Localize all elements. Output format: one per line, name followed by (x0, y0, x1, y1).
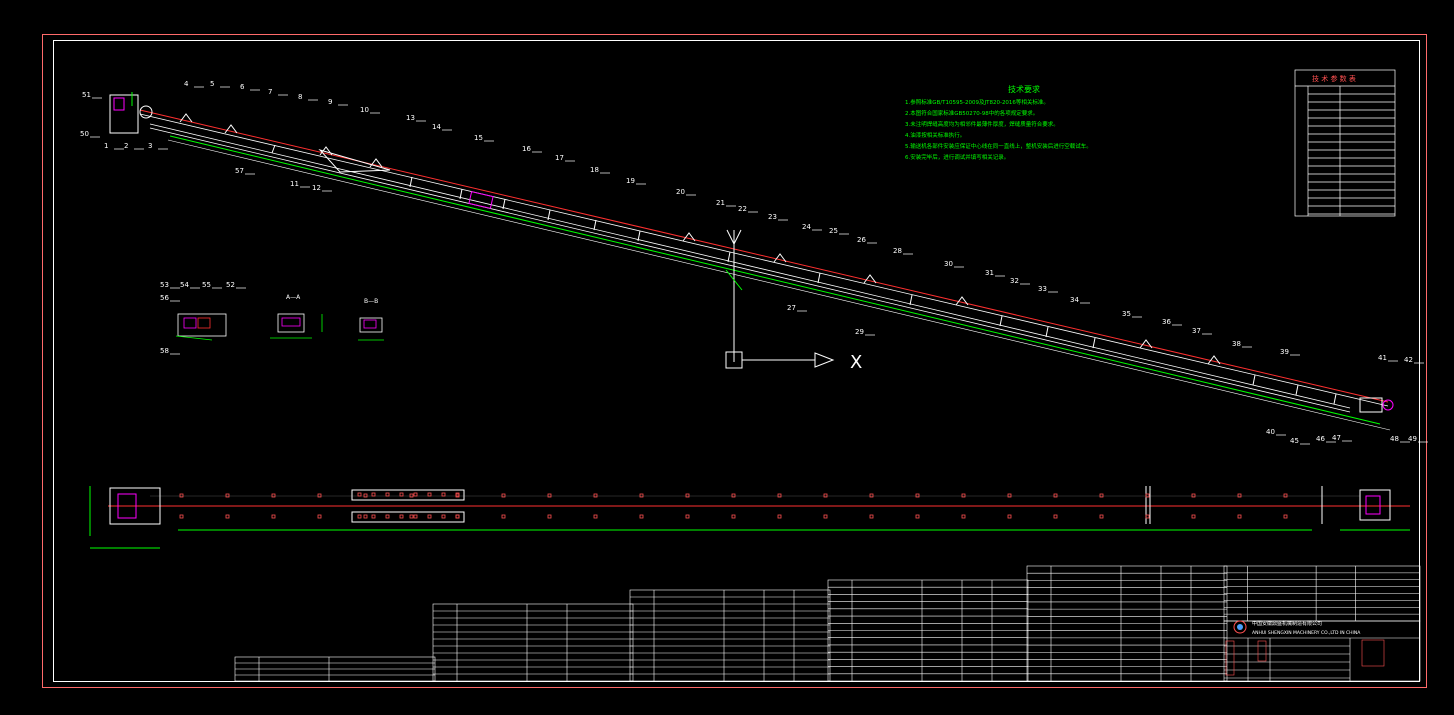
part-number-label: 49 (1408, 435, 1417, 443)
part-number-label: 38 (1232, 340, 1241, 348)
part-number-label: 18 (590, 166, 599, 174)
axis-x-label: X (850, 352, 862, 373)
tech-req-line: 5.输送机各部件安装应保证中心线在同一直线上，整机安装后进行空载试车。 (905, 142, 1092, 150)
part-number-label: 42 (1404, 356, 1413, 364)
part-number-label: 55 (202, 281, 211, 289)
section-bb-view (358, 317, 384, 341)
part-number-label: 24 (802, 223, 811, 231)
company-name-en: ANHUI SHENGXIN MACHINERY CO.,LTD IN CHIN… (1252, 630, 1361, 636)
part-number-label: 6 (240, 83, 245, 91)
part-number-label: 56 (160, 294, 169, 302)
technical-requirements: 技术要求 1.参照标准GB/T10595-2009及JT820-2016等相关标… (905, 84, 1092, 161)
part-number-label: 41 (1378, 354, 1387, 362)
part-number-label: 21 (716, 199, 725, 207)
part-number-label: 52 (226, 281, 235, 289)
part-number-label: 20 (676, 188, 685, 196)
part-number-label: 27 (787, 304, 796, 312)
part-number-label: 9 (328, 98, 332, 106)
part-number-label: 50 (80, 130, 89, 138)
part-number-label: 34 (1070, 296, 1079, 304)
part-number-label: 13 (406, 114, 415, 122)
part-number-label: 7 (268, 88, 272, 96)
part-number-label: 58 (160, 347, 169, 355)
part-number-label: 25 (829, 227, 838, 235)
part-number-label: 36 (1162, 318, 1171, 326)
part-number-label: 3 (148, 142, 152, 150)
company-logo (1233, 620, 1247, 634)
part-number-label: 11 (290, 180, 299, 188)
part-number-label: 40 (1266, 428, 1275, 436)
inner-frame (53, 40, 1420, 682)
tech-req-line: 3.未注明焊缝高度均为相邻件最薄件厚度，焊缝质量符合要求。 (905, 120, 1059, 128)
title-block (234, 565, 1421, 682)
part-number-label: 33 (1038, 285, 1047, 293)
part-number-label: 46 (1316, 435, 1325, 443)
part-number-label: 35 (1122, 310, 1131, 318)
part-number-label: 45 (1290, 437, 1299, 445)
plan-view (89, 486, 1410, 549)
main-conveyor-elevation (109, 92, 1394, 431)
part-number-label: 14 (432, 123, 441, 131)
part-number-label: 15 (474, 134, 483, 142)
part-number-label: 17 (555, 154, 564, 162)
part-number-label: 47 (1332, 434, 1341, 442)
part-number-label: 51 (82, 91, 91, 99)
part-number-label: 5 (210, 80, 214, 88)
part-number-label: 8 (298, 93, 302, 101)
company-name-cn: 中国安徽鼎盛机械制造有限公司 (1252, 620, 1322, 627)
part-number-label: 39 (1280, 348, 1289, 356)
part-number-label: 12 (312, 184, 321, 192)
part-number-label: 19 (626, 177, 635, 185)
section-aa-view (270, 313, 323, 339)
part-number-label: 30 (944, 260, 953, 268)
detail-view-left (175, 313, 227, 341)
tech-req-line: 4.油漆按相关标准执行。 (905, 131, 965, 139)
tech-req-title: 技术要求 (1008, 84, 1040, 94)
tech-req-line: 2.本图符合国家标准GB50270-98中的各项规定要求。 (905, 109, 1038, 117)
tech-req-line: 6.安装完毕后，进行调试并填写相关记录。 (905, 153, 1009, 161)
part-number-label: 54 (180, 281, 189, 289)
part-number-label: 29 (855, 328, 864, 336)
section-bb-label: B—B (364, 298, 378, 305)
part-number-label: 23 (768, 213, 777, 221)
part-number-label: 22 (738, 205, 747, 213)
parameter-table: 技 术 参 数 表 (1294, 69, 1396, 217)
part-number-label: 10 (360, 106, 369, 114)
part-number-label: 31 (985, 269, 994, 277)
part-number-label: 1 (104, 142, 108, 150)
tech-req-line: 1.参照标准GB/T10595-2009及JT820-2016等相关标准。 (905, 98, 1049, 106)
part-number-label: 37 (1192, 327, 1201, 335)
part-number-label: 16 (522, 145, 531, 153)
section-aa-label: A—A (286, 294, 301, 301)
part-number-label: 48 (1390, 435, 1399, 443)
part-number-label: 28 (893, 247, 902, 255)
part-number-label: 32 (1010, 277, 1019, 285)
svg-text:技 术 参 数 表: 技 术 参 数 表 (1312, 74, 1356, 83)
outer-frame (42, 34, 1427, 688)
part-number-label: 4 (184, 80, 189, 88)
part-number-label: 57 (235, 167, 244, 175)
part-number-label: 2 (124, 142, 128, 150)
part-number-label: 26 (857, 236, 866, 244)
part-number-label: 53 (160, 281, 169, 289)
